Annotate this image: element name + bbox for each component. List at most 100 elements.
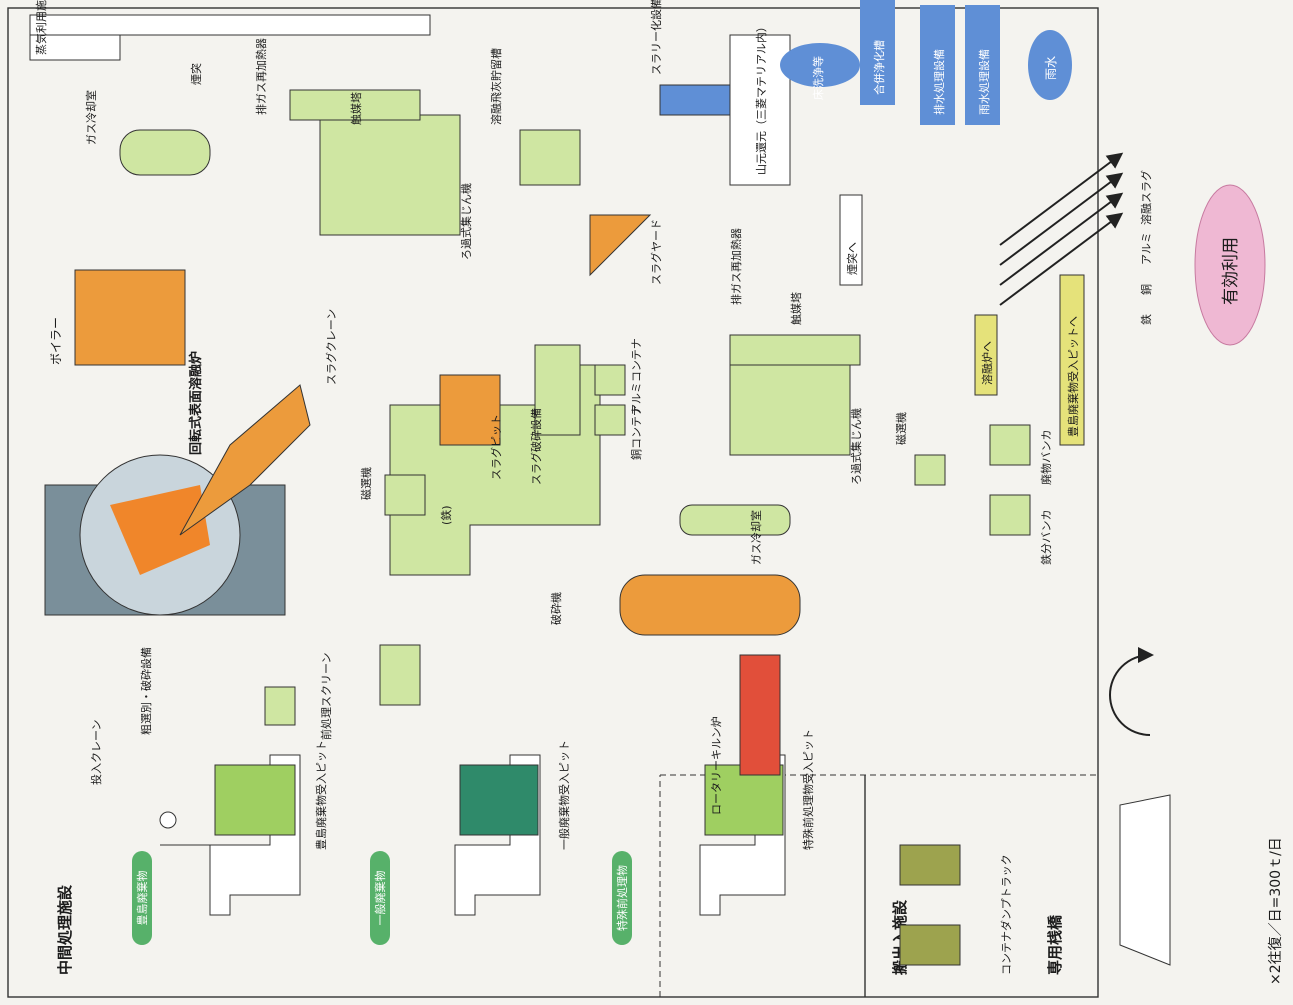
slag-crushing	[534, 344, 581, 436]
container-truck-label: コンテナダンプトラック	[999, 854, 1013, 975]
toyoshima-badge-label: 豊島廃棄物	[135, 871, 149, 926]
output-arrows	[999, 152, 1124, 306]
boiler	[74, 269, 186, 366]
to-toyoshima-pit-box	[1059, 274, 1085, 446]
special-pit-label: 特殊前処理物受入ピット	[801, 729, 815, 850]
iron-bunker	[989, 494, 1031, 536]
round-trip-arrow	[1109, 647, 1154, 736]
to-chimney-box	[839, 194, 863, 286]
waste-bunker	[989, 424, 1031, 466]
toyoshima-pit-label: 豊島廃棄物受入ピット	[314, 740, 328, 850]
steam-box	[29, 34, 121, 61]
rain	[1028, 30, 1072, 100]
rain-treatment	[965, 5, 1000, 125]
bag-filter-1	[319, 114, 461, 236]
magnet-1-label: 磁選機	[359, 467, 373, 500]
catalyst-2-label: 触媒塔	[789, 292, 803, 325]
to-chimney-label: 煙突へ	[845, 242, 859, 275]
slurry-equipment	[659, 84, 731, 116]
iron-note: (鉄)	[439, 505, 453, 525]
truck-2	[899, 924, 961, 966]
pre-screen	[379, 644, 421, 706]
slag-crush-label: スラグ破砕設備	[529, 408, 543, 485]
chimney	[29, 14, 431, 36]
catalyst-1-label: 触媒塔	[349, 92, 363, 125]
rain-treat-label: 雨水処理設備	[977, 49, 991, 115]
magnet-2	[914, 454, 946, 486]
gas-cooler-2	[679, 504, 791, 536]
catalyst-tower-1	[289, 89, 421, 121]
fly-ash-label: 溶融飛灰貯留槽	[489, 48, 503, 125]
sorting-label: 粗選別・破砕設備	[139, 647, 153, 735]
special-badge-label: 特殊前処理物	[615, 865, 629, 931]
furnace-label: 回転式表面溶融炉	[188, 351, 204, 455]
toyoshima-pit	[209, 754, 301, 916]
effective-use	[1194, 184, 1266, 346]
gas-cool-1-label: ガス冷却室	[84, 90, 98, 145]
boiler-label: ボイラー	[49, 317, 63, 365]
rain-label: 雨水	[1044, 56, 1058, 80]
effective-use-label: 有効利用	[1221, 237, 1241, 305]
ship	[1119, 794, 1171, 966]
output-alumi: アルミ	[1140, 232, 1153, 265]
bag-filter-2-label: ろ過式集じん機	[849, 408, 863, 485]
magnet-2-label: 磁選機	[894, 412, 908, 445]
copper-container	[594, 404, 626, 436]
rotary-kiln-label: ロータリーキルン炉	[710, 716, 723, 815]
output-slag: 溶融スラグ	[1139, 170, 1153, 225]
iron-bunker-label: 鉄分バンカ	[1039, 509, 1053, 565]
gas-cool-2-label: ガス冷却室	[749, 510, 763, 565]
septic-label: 合併浄化槽	[872, 40, 886, 95]
mountain-return-label: 山元還元（三菱マテリアル内）	[754, 21, 768, 175]
steam-label: 蒸気利用施設へ	[34, 0, 48, 55]
drain-treat-label: 排水処理設備	[932, 49, 946, 115]
exhaust-reheat-1-label: 排ガス再加熱器	[254, 38, 268, 115]
mountain-return-box	[729, 34, 791, 186]
septic-tank	[860, 0, 895, 105]
special-pit	[699, 754, 786, 916]
slag-yard-label: スラグヤード	[649, 219, 663, 285]
slag-yard	[589, 214, 652, 277]
floor-wash	[780, 43, 860, 87]
alumi-container-label: アルミコンテナ	[630, 338, 643, 415]
section-pier-title: 専用桟橋	[1046, 914, 1064, 975]
output-copper: 銅	[1139, 284, 1153, 295]
slag-pit	[439, 374, 501, 446]
bag-filter-1-label: ろ過式集じん機	[459, 183, 473, 260]
toyoshima-badge	[132, 851, 152, 945]
general-badge	[370, 851, 390, 945]
crusher-label: 破砕機	[549, 592, 563, 625]
catalyst-tower-2	[729, 334, 861, 366]
kiln-burner	[739, 654, 781, 776]
magnet-1	[384, 474, 426, 516]
drain-treatment	[920, 5, 955, 125]
slag-crane-label: スラグクレーン	[324, 309, 338, 385]
rotary-kiln	[619, 574, 801, 636]
pre-screen-label: 前処理スクリーン	[319, 653, 333, 740]
section-intermediate-title: 中間処理施設	[56, 884, 74, 975]
alumi-container	[594, 364, 626, 396]
copper-container-label: 銅コンテナ	[629, 405, 643, 460]
input-crane	[159, 811, 230, 846]
fly-ash-tank	[519, 129, 581, 186]
waste-bunker-label: 廃物バンカ	[1039, 429, 1053, 485]
sorting-equipment	[264, 686, 296, 726]
floor-wash-label: 床洗浄等	[811, 56, 825, 100]
trip-note: ×2往復／日=300ｔ/日	[1267, 837, 1284, 985]
gas-cooler-1	[119, 129, 211, 176]
slurry-label: スラリー化設備	[649, 0, 663, 75]
to-melting-box	[974, 314, 998, 396]
to-melting-label: 溶融炉へ	[980, 341, 994, 385]
general-pit-label: 一般廃棄物受入ピット	[557, 740, 571, 850]
facility-frame	[7, 7, 1099, 998]
truck-1	[899, 844, 961, 886]
input-crane-label: 投入クレーン	[89, 720, 103, 785]
output-iron: 鉄	[1139, 314, 1153, 325]
chimney-label: 煙突	[189, 63, 203, 85]
general-pit	[454, 754, 541, 916]
to-toyoshima-pit-label: 豊島廃棄物受入ピットへ	[1066, 316, 1080, 437]
exhaust-reheat-2-label: 排ガス再加熱器	[729, 228, 743, 305]
